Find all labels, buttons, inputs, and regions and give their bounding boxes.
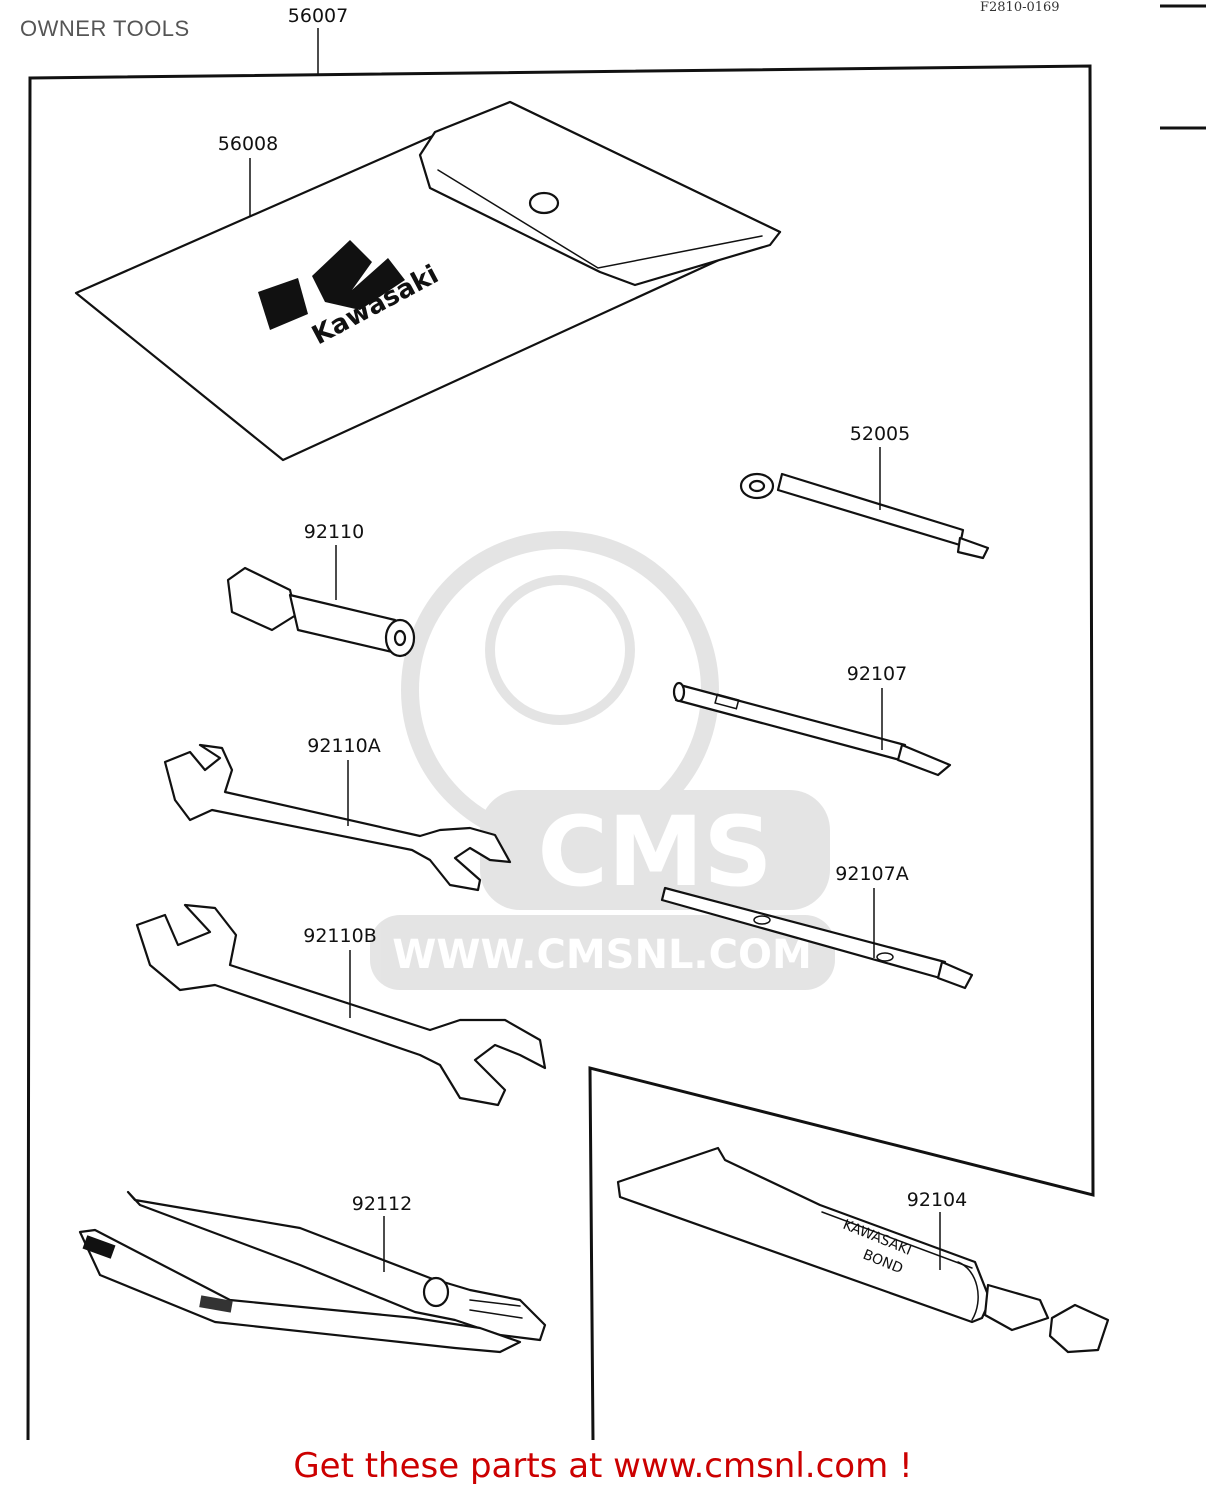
page-title: OWNER TOOLS <box>20 16 190 41</box>
cmsnl-parts-link[interactable]: Get these parts at www.cmsnl.com ! <box>293 1446 913 1486</box>
watermark-mascot-icon <box>401 531 719 849</box>
part-label-56008: 56008 <box>218 133 278 155</box>
tool-kit-frame: 56007 <box>26 5 1095 1440</box>
watermark-url: WWW.CMSNL.COM <box>392 932 812 978</box>
part-92112-pliers: 92112 <box>78 1190 547 1354</box>
part-label-92110B: 92110B <box>303 925 376 947</box>
part-92107A-flat-screwdriver: 92107A <box>660 863 974 990</box>
part-92110A-open-end-wrench-small: 92110A <box>163 735 512 892</box>
part-label-92110A: 92110A <box>307 735 380 757</box>
watermark-brand-box <box>480 790 830 910</box>
part-92104-bond-tube: KAWASAKI BOND 92104 <box>616 1146 1110 1354</box>
cms-watermark: CMS WWW.CMSNL.COM <box>370 531 835 990</box>
part-label-92110: 92110 <box>304 521 364 543</box>
watermark-brand: CMS <box>537 796 772 908</box>
part-92110B-open-end-wrench-large: 92110B <box>135 903 547 1107</box>
part-label-52005: 52005 <box>850 423 910 445</box>
part-label-92112: 92112 <box>352 1193 412 1215</box>
exploded-view-svg: CMS WWW.CMSNL.COM 56007 Kawasaki 56008 <box>26 4 1206 1440</box>
kawasaki-logo-icon <box>258 278 308 330</box>
part-label-92107: 92107 <box>847 663 907 685</box>
part-56008-tool-pouch: Kawasaki 56008 <box>74 100 782 462</box>
part-label-56007: 56007 <box>288 5 348 27</box>
part-92110-spark-plug-socket: 92110 <box>226 521 416 658</box>
figure-code: F2810-0169 <box>980 0 1060 15</box>
part-92107-phillips-screwdriver: 92107 <box>672 663 952 777</box>
part-52005-tool-extension-bar: 52005 <box>739 423 990 560</box>
part-label-92107A: 92107A <box>835 863 908 885</box>
part-label-92104: 92104 <box>907 1189 967 1211</box>
